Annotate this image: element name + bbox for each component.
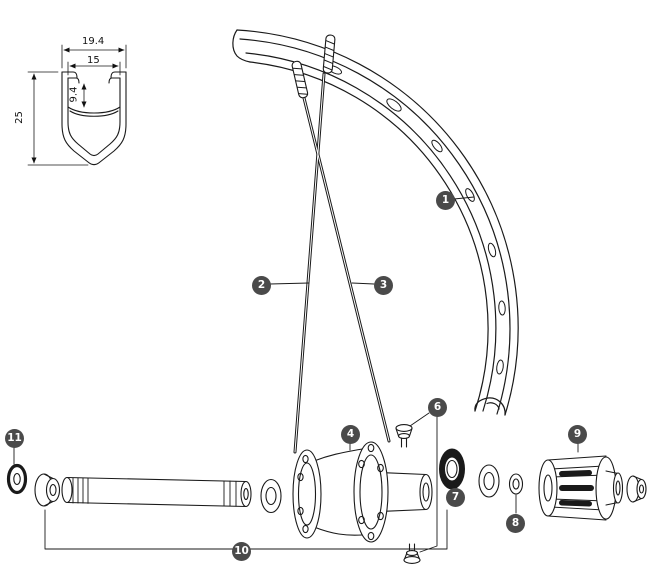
- preload-screw-bottom: [403, 543, 421, 564]
- spacer-cone: [34, 473, 61, 507]
- callout-3: 3: [374, 276, 393, 295]
- leader-3: [351, 282, 375, 285]
- callout-10: 10: [232, 542, 251, 561]
- rim-cross-section: [61, 71, 127, 166]
- axle: [61, 476, 252, 508]
- callout-4: 4: [341, 425, 360, 444]
- seal-ring: [439, 448, 465, 490]
- spoke-nipple-right: [322, 34, 336, 74]
- dim-label-inner-depth: 9.4: [68, 86, 80, 103]
- bearing-right: [478, 464, 500, 498]
- spacer-washer: [508, 473, 524, 495]
- rim-end-top: [232, 29, 251, 63]
- leader-7: [452, 481, 456, 489]
- leader-2: [269, 282, 310, 285]
- callout-2: 2: [252, 276, 271, 295]
- leader-6b: [419, 416, 438, 553]
- hub-assembly: [6, 424, 647, 564]
- dim-label-height: 25: [13, 111, 25, 124]
- spoke-nipple-left: [291, 60, 309, 99]
- end-cap-left: [6, 463, 28, 495]
- callout-11: 11: [5, 429, 24, 448]
- callout-6: 6: [428, 398, 447, 417]
- preload-screw-top: [395, 424, 413, 448]
- callout-7: 7: [446, 488, 465, 507]
- rim-end-bottom: [474, 397, 506, 416]
- callout-9: 9: [568, 425, 587, 444]
- dim-label-inner-width: 15: [87, 55, 100, 66]
- rim-arc: [232, 29, 519, 416]
- leader-6a: [409, 412, 430, 427]
- callout-1: 1: [436, 191, 455, 210]
- dim-label-outer-width: 19.4: [82, 36, 105, 47]
- end-cap-right: [626, 475, 647, 503]
- freehub-body: [538, 455, 624, 521]
- spokes: [291, 34, 391, 454]
- callout-8: 8: [506, 514, 525, 533]
- bearing-left: [260, 478, 282, 514]
- leader-1: [453, 196, 475, 200]
- spoke-holes: [327, 65, 506, 375]
- dimension-lines: [27, 44, 127, 166]
- hub-body: [292, 441, 433, 543]
